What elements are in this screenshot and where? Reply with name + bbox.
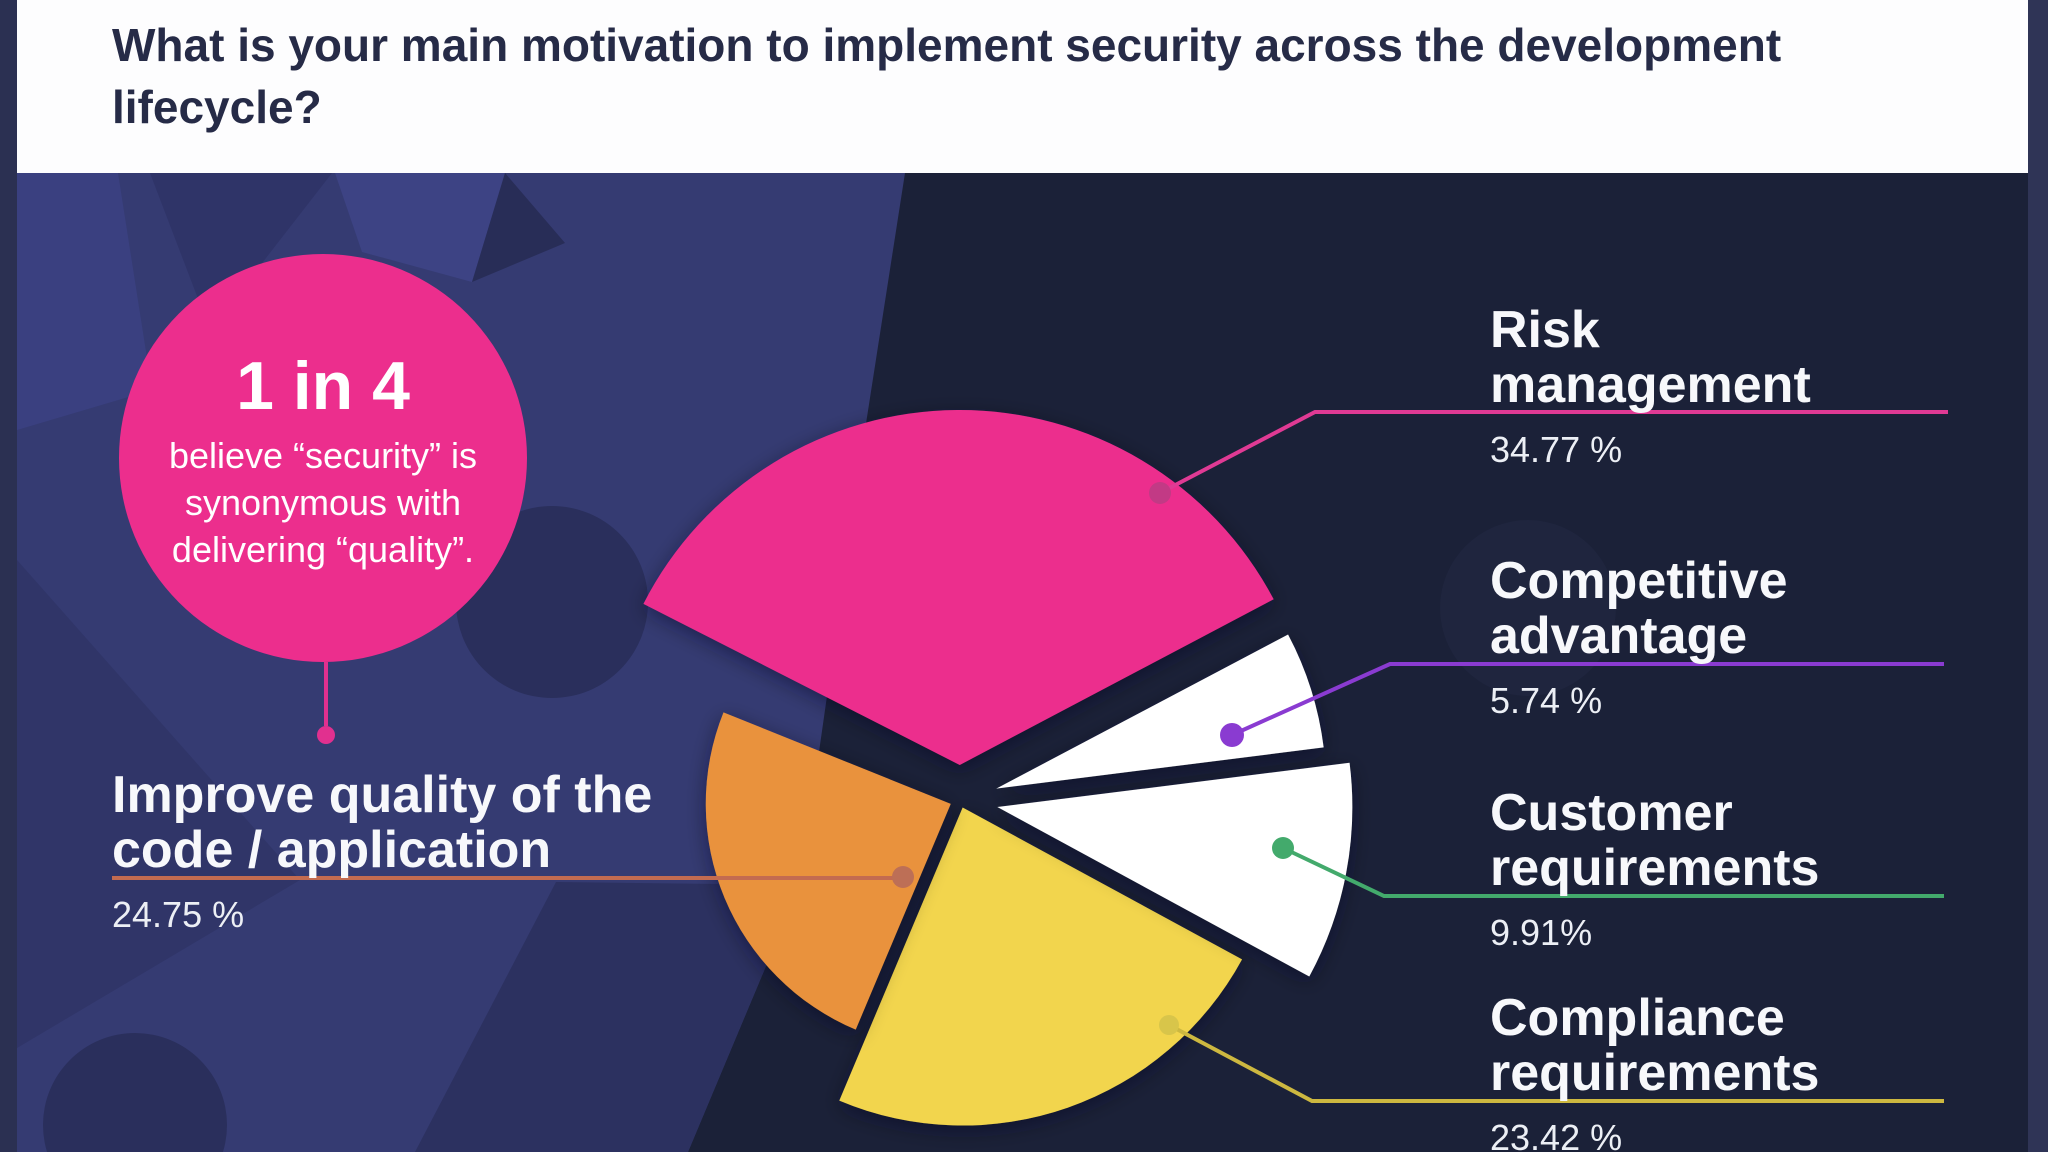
callout-risk-management: Risk management 34.77 % [1490, 303, 1811, 471]
stat-body-line1: believe “security” is [168, 435, 478, 476]
callout-risk-line2: management [1490, 356, 1811, 414]
page-title-line1: What is your main motivation to implemen… [112, 19, 1782, 71]
stat-headline: 1 in 4 [236, 348, 410, 424]
right-edge-strip [2028, 0, 2048, 1152]
callout-risk-percent: 34.77 % [1490, 429, 1623, 470]
header-bar: What is your main motivation to implemen… [17, 0, 2028, 173]
callout-customer-line1: Customer [1490, 784, 1733, 842]
callout-risk-line1: Risk [1490, 301, 1600, 359]
callout-competitive-percent: 5.74 % [1490, 680, 1603, 721]
stat-body-line2: synonymous with [184, 482, 462, 523]
stat-body: believe “security” is synonymous with de… [119, 432, 527, 573]
stat-body-line3: delivering “quality”. [171, 529, 475, 570]
callout-customer-line2: requirements [1490, 839, 1820, 897]
callout-compliance-requirements: Compliance requirements 23.42 % [1490, 991, 1819, 1152]
callout-competitive-line2: advantage [1490, 607, 1748, 665]
callout-customer-percent: 9.91% [1490, 912, 1593, 953]
stat-circle: 1 in 4 believe “security” is synonymous … [119, 254, 527, 662]
callout-competitive-advantage: Competitive advantage 5.74 % [1490, 554, 1788, 722]
callout-compliance-line2: requirements [1490, 1044, 1820, 1102]
callout-compliance-line1: Compliance [1490, 989, 1785, 1047]
callout-improve-quality: Improve quality of the code / applicatio… [112, 768, 652, 936]
callout-improve-line1: Improve quality of the [112, 766, 653, 824]
left-edge-strip [0, 0, 17, 1152]
page-title-line2: lifecycle? [112, 81, 322, 133]
callout-improve-percent: 24.75 % [112, 894, 245, 935]
callout-customer-requirements: Customer requirements 9.91% [1490, 786, 1819, 954]
callout-improve-line2: code / application [112, 821, 552, 879]
page-title: What is your main motivation to implemen… [112, 14, 1781, 138]
callout-competitive-line1: Competitive [1490, 552, 1788, 610]
callout-compliance-percent: 23.42 % [1490, 1117, 1623, 1152]
